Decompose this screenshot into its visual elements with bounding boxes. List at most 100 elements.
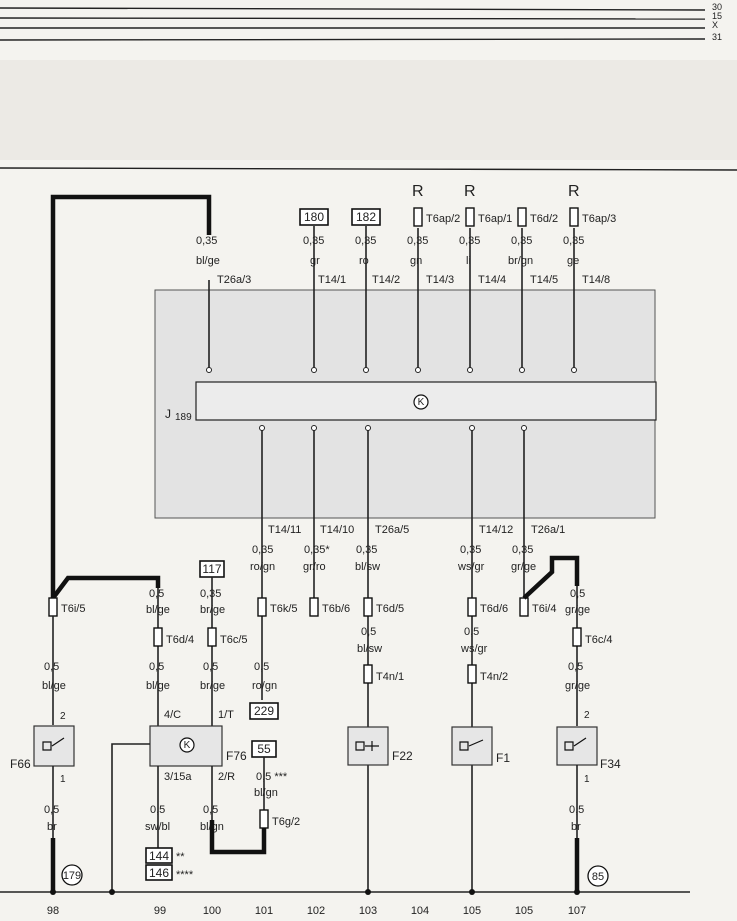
module-sub: 189 <box>175 412 192 423</box>
f22-sensor-icon <box>355 741 379 751</box>
f1-switch-icon <box>459 739 484 751</box>
f76-left-top-color: bl/ge <box>146 604 170 616</box>
top-wire-1-gauge: 0,35 <box>196 235 217 247</box>
f76-pin-315a: 3/15a <box>164 771 192 783</box>
f76-right-bot-gauge: 0,5 <box>203 804 218 816</box>
rail-31-label: 31 <box>712 32 722 42</box>
bottom-number: 105 <box>515 905 533 917</box>
top-wire-4-gauge: 0,35 <box>407 235 428 247</box>
f76-mark144: ** <box>176 851 185 863</box>
bottom-wire-3-gauge: 0,35 <box>356 544 377 556</box>
right-branch: 0,5 gr/ge T6c/4 0,5 gr/ge 2 F34 1 0,5 br… <box>556 586 621 892</box>
bottom-wire-1-gauge2: 0,5 <box>254 661 269 673</box>
f76-label: F76 <box>226 749 247 763</box>
bottom-wire-1-color: ro/gn <box>250 561 275 573</box>
f76-box117: 117 <box>202 562 221 576</box>
f76-box144: 144 <box>149 849 169 863</box>
bottom-number: 105 <box>463 905 481 917</box>
bottom-wire-4-gauge2: 0,5 <box>464 626 479 638</box>
bottom-numbers: 98 99 100 101 102 103 104 105 105 107 <box>47 905 586 917</box>
bottom-number: 98 <box>47 905 59 917</box>
right-color-b: br <box>571 821 581 833</box>
f76-left-bot-color: sw/bl <box>145 821 170 833</box>
bottom-wire-1-gauge: 0,35 <box>252 544 273 556</box>
top-wire-7-color: ge <box>567 255 579 267</box>
module-code: J <box>165 407 171 421</box>
f76-branch: 117 0,5 bl/ge 0,35 br/ge T6d/4 T6c/5 0,5… <box>111 560 300 892</box>
right-gauge-m: 0,5 <box>568 661 583 673</box>
f22-f1-components: F22 F1 <box>347 726 510 766</box>
f76-left-mid-color: bl/ge <box>146 680 170 692</box>
top-wire-3-term: T14/2 <box>372 274 400 286</box>
f22-label: F22 <box>392 749 413 763</box>
f76-pin-4c: 4/C <box>164 709 181 721</box>
f66-switch-icon <box>42 737 65 751</box>
bottom-number: 104 <box>411 905 429 917</box>
bottom-wire-3-gauge2: 0,5 <box>361 626 376 638</box>
bottom-wire-1-term: T14/11 <box>268 524 301 536</box>
bottom-number: 100 <box>203 905 221 917</box>
top-wire-5-color: li <box>466 255 471 267</box>
module-k-symbol <box>413 394 429 410</box>
f76-left-mid-gauge: 0,5 <box>149 661 164 673</box>
bottom-wire-3-conn2: T4n/1 <box>376 671 404 683</box>
bottom-wire-1-color2: ro/gn <box>252 680 277 692</box>
bottom-wire-4-conn: T6d/6 <box>480 603 508 615</box>
f76-right-top-gauge: 0,35 <box>200 588 221 600</box>
bottom-wire-4-conn2: T4n/2 <box>480 671 508 683</box>
right-ref: 85 <box>592 871 604 883</box>
thick-wire-ge-branch <box>51 575 161 600</box>
bottom-wire-4-color: ws/gr <box>457 561 485 573</box>
top-wire-6-gauge: 0,35 <box>511 235 532 247</box>
bottom-wire-2-color: gr/ro <box>303 561 326 573</box>
top-wires: 0,35 bl/ge T26a/3 180 0,35 gr T14/1 182 … <box>196 183 616 373</box>
f76-thick-loop <box>209 820 267 855</box>
thick-wire-left <box>50 194 212 600</box>
top-wire-2-color: gr <box>310 255 320 267</box>
top-wire-4-conn: T6ap/2 <box>426 213 460 225</box>
top-wire-5-conn: T6ap/1 <box>478 213 512 225</box>
top-wire-5-gauge: 0,35 <box>459 235 480 247</box>
top-wire-7-conn: T6ap/3 <box>582 213 616 225</box>
bottom-number: 107 <box>568 905 586 917</box>
top-wire-4-color: gn <box>410 255 422 267</box>
f76-right-top-color: br/ge <box>200 604 225 616</box>
f76-c55: bl/gn <box>254 787 278 799</box>
rail-30-label: 30 <box>712 2 722 12</box>
rail-15-label: 15 <box>712 11 722 21</box>
power-rails: 30 15 X 31 <box>0 2 722 42</box>
right-conn: T6c/4 <box>585 634 613 646</box>
top-wire-1-color: bl/ge <box>196 255 220 267</box>
bottom-wire-2-term: T14/10 <box>320 524 354 536</box>
section-divider <box>0 167 737 171</box>
f34-label: F34 <box>600 757 621 771</box>
bottom-wire-5-gauge: 0,35 <box>512 544 533 556</box>
bottom-wire-3-color2: bl/sw <box>357 643 382 655</box>
f76-g55: 0,5 *** <box>256 771 288 783</box>
right-pin-top: 2 <box>584 710 590 721</box>
top-wire-4-r: R <box>412 183 424 200</box>
f76-pin-2r: 2/R <box>218 771 235 783</box>
bottom-wire-5-term: T26a/1 <box>531 524 565 536</box>
f76-left-bot-gauge: 0,5 <box>150 804 165 816</box>
f76-right-mid-gauge: 0,5 <box>203 661 218 673</box>
left-pin-top: 2 <box>60 711 66 722</box>
f76-mark146: **** <box>176 869 194 881</box>
f76-left-top-gauge: 0,5 <box>149 588 164 600</box>
top-wire-2-term: T14/1 <box>318 274 346 286</box>
right-pin-bot: 1 <box>584 774 590 785</box>
left-pin-bot: 1 <box>60 774 66 785</box>
bottom-wire-2-gauge: 0,35* <box>304 544 330 556</box>
right-gauge-b: 0,5 <box>569 804 584 816</box>
top-wire-7-r: R <box>568 183 580 200</box>
left-gauge: 0,5 <box>44 661 59 673</box>
left-color-b: br <box>47 821 57 833</box>
rail-x-label: X <box>712 20 718 30</box>
f76-ground-wire <box>111 743 150 892</box>
left-gauge-b: 0,5 <box>44 804 59 816</box>
top-wire-5-r: R <box>464 183 476 200</box>
right-color-m: gr/ge <box>565 680 590 692</box>
bottom-wire-4-gauge: 0,35 <box>460 544 481 556</box>
bottom-wire-3-conn: T6d/5 <box>376 603 404 615</box>
